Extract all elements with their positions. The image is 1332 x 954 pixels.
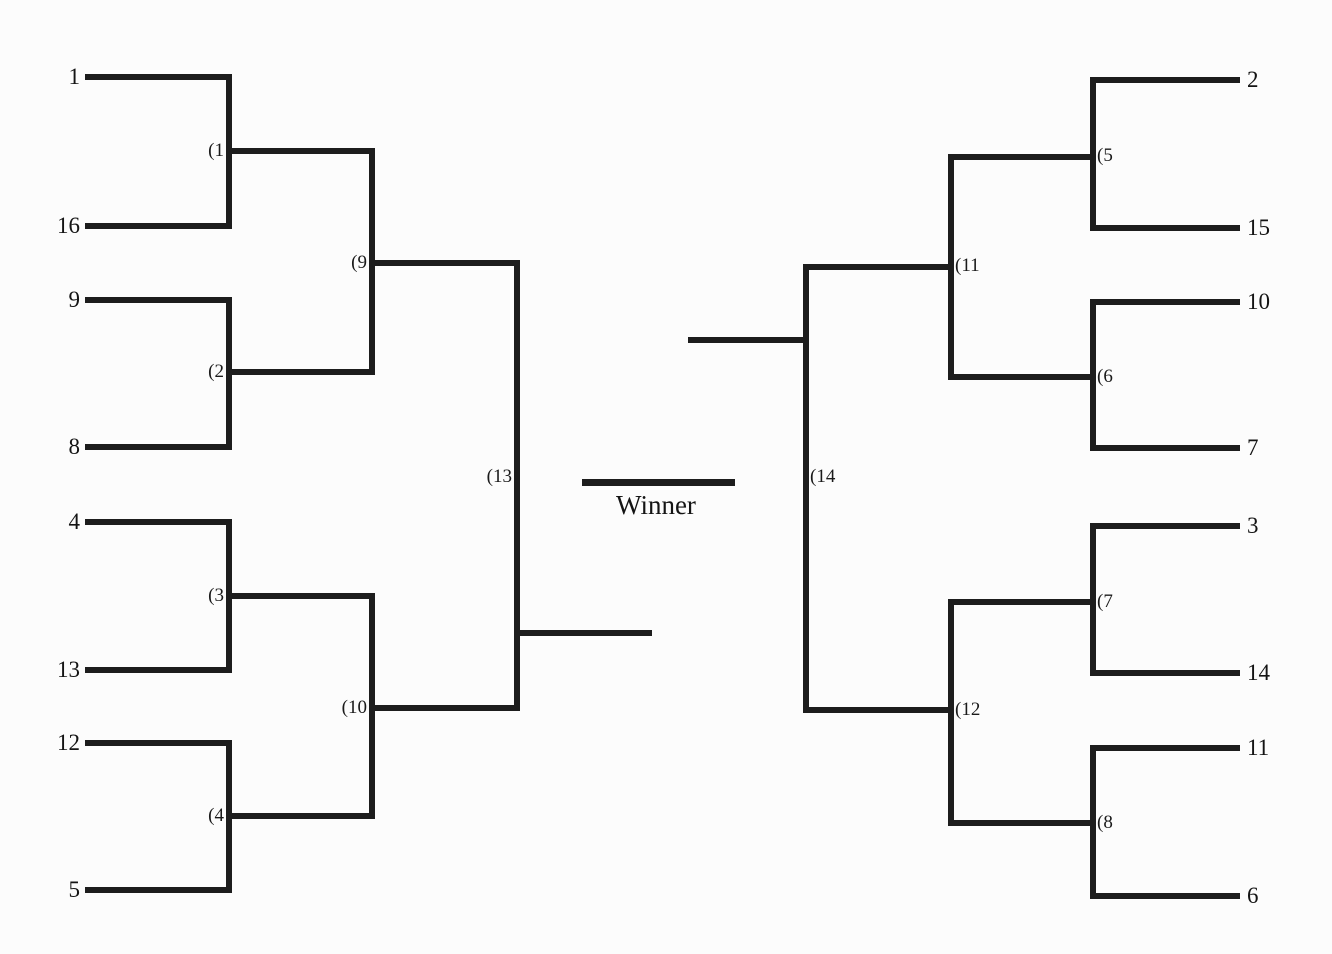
seed-label-12: 12: [57, 730, 80, 755]
seed-label-5: 5: [68, 877, 81, 902]
seed-label-7: 7: [1247, 435, 1259, 460]
team-line-seed-12: [85, 740, 232, 746]
match-1-winner-line: [226, 148, 375, 154]
team-line-seed-1: [85, 74, 232, 80]
seed-label-11: 11: [1247, 735, 1270, 760]
team-line-seed-14: [1090, 670, 1240, 676]
seed-label-14: 14: [1247, 660, 1270, 685]
match-label-12: (12: [955, 699, 981, 720]
team-line-seed-13: [85, 667, 232, 673]
match-2-winner-line: [226, 369, 375, 375]
team-line-seed-16: [85, 223, 232, 229]
team-line-seed-7: [1090, 445, 1240, 451]
match-5-winner-line: [948, 154, 1096, 160]
match-label-6: (6: [1097, 366, 1113, 387]
team-line-seed-4: [85, 519, 232, 525]
match-7-winner-line: [948, 599, 1096, 605]
match-label-11: (11: [955, 255, 980, 276]
match-10-winner-line: [369, 705, 520, 711]
team-line-seed-15: [1090, 225, 1240, 231]
winner-label: Winner: [616, 490, 696, 520]
seed-label-2: 2: [1247, 67, 1259, 92]
match-label-2: (2: [208, 361, 224, 382]
seed-label-13: 13: [57, 657, 80, 682]
match-label-4: (4: [208, 805, 224, 826]
match-label-3: (3: [208, 585, 224, 606]
match-11-winner-line: [803, 264, 954, 270]
seed-label-16: 16: [57, 213, 80, 238]
seed-label-9: 9: [68, 287, 81, 312]
seed-label-3: 3: [1247, 513, 1259, 538]
match-label-1: (1: [208, 140, 224, 161]
team-line-seed-5: [85, 887, 232, 893]
match-label-7: (7: [1097, 591, 1113, 612]
seed-label-6: 6: [1247, 883, 1259, 908]
match-label-10: (10: [341, 697, 367, 718]
match-14-vertical: [803, 264, 809, 713]
match-label-5: (5: [1097, 145, 1113, 166]
match-label-13: (13: [486, 466, 512, 487]
team-line-seed-6: [1090, 893, 1240, 899]
match-13-vertical: [514, 260, 520, 711]
team-line-seed-9: [85, 297, 232, 303]
winner-underline: [582, 479, 735, 486]
match-12-winner-line: [803, 707, 954, 713]
match-8-winner-line: [948, 820, 1096, 826]
match-9-winner-line: [369, 260, 520, 266]
match-13-winner-line: [514, 630, 652, 636]
match-label-14: (14: [810, 466, 836, 487]
team-line-seed-10: [1090, 299, 1240, 305]
seed-label-8: 8: [68, 434, 81, 459]
seed-label-15: 15: [1247, 215, 1270, 240]
team-line-seed-11: [1090, 745, 1240, 751]
match-14-winner-line: [688, 337, 806, 343]
match-label-9: (9: [351, 252, 367, 273]
match-label-8: (8: [1097, 812, 1113, 833]
seed-label-1: 1: [68, 64, 81, 89]
team-line-seed-8: [85, 444, 232, 450]
match-6-winner-line: [948, 374, 1096, 380]
team-line-seed-2: [1090, 77, 1240, 83]
match-3-winner-line: [226, 593, 375, 599]
team-line-seed-3: [1090, 523, 1240, 529]
match-4-winner-line: [226, 813, 375, 819]
seed-label-10: 10: [1247, 289, 1270, 314]
seed-label-4: 4: [68, 509, 81, 534]
